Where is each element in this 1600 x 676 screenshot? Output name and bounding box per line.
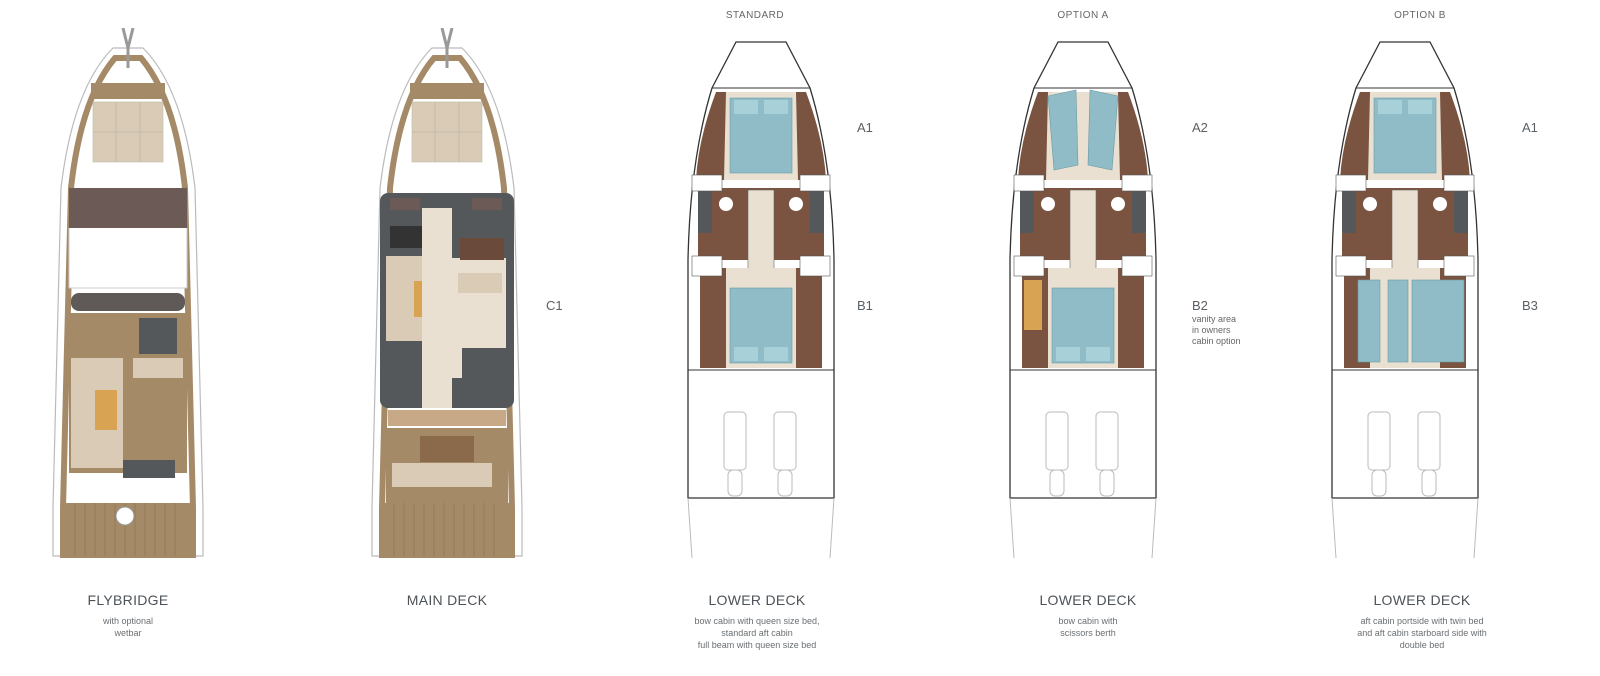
subtitle-standard: bow cabin with queen size bed, standard … [647,615,867,651]
subtitle-line: bow cabin with queen size bed, [694,616,820,626]
lower-deck-standard-plan [686,40,836,560]
vanity-note: vanity area in owners cabin option [1192,314,1241,347]
subtitle-line: double bed [1399,640,1445,650]
title-main-deck: MAIN DECK [406,592,488,608]
header-option-b: OPTION B [1394,10,1446,21]
subtitle-option-b: aft cabin portside with twin bed and aft… [1312,615,1532,651]
note-line: cabin option [1192,336,1241,346]
lower-deck-option-b-plan [1330,40,1480,560]
subtitle-line: full beam with queen size bed [697,640,817,650]
flybridge-plan [43,28,213,558]
header-standard: STANDARD [725,10,785,21]
note-line: vanity area [1192,314,1237,324]
title-flybridge: FLYBRIDGE [87,592,169,608]
lower-deck-option-a-plan [1008,40,1158,560]
subtitle-line: scissors berth [1060,628,1116,638]
title-lower-deck-option-a: LOWER DECK [1039,592,1137,608]
header-option-a: OPTION A [1057,10,1109,21]
main-deck-plan [362,28,532,558]
title-lower-deck-standard: LOWER DECK [708,592,806,608]
subtitle-line: aft cabin portside with twin bed [1360,616,1484,626]
title-lower-deck-option-b: LOWER DECK [1373,592,1471,608]
cabin-tag-a1: A1 [857,120,873,135]
subtitle-line: bow cabin with [1058,616,1118,626]
cabin-tag-a1-option-b: A1 [1522,120,1538,135]
subtitle-line: standard aft cabin [721,628,793,638]
note-line: in owners [1192,325,1231,335]
cabin-tag-a2: A2 [1192,120,1208,135]
subtitle-line: with optional [102,616,154,626]
cabin-tag-b1: B1 [857,298,873,313]
subtitle-option-a: bow cabin with scissors berth [978,615,1198,639]
subtitle-flybridge: with optional wetbar [18,615,238,639]
cabin-tag-b2: B2 [1192,298,1208,313]
subtitle-line: wetbar [114,628,142,638]
cabin-tag-b3: B3 [1522,298,1538,313]
cabin-tag-c1: C1 [546,298,563,313]
subtitle-line: and aft cabin starboard side with [1357,628,1487,638]
